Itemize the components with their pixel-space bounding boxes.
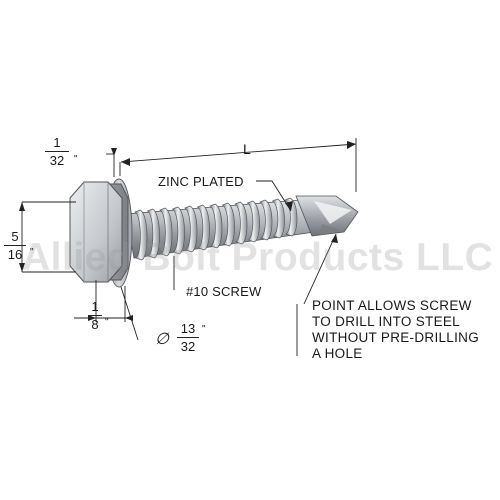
thread-crest <box>171 206 185 255</box>
watermark: Allied Bolt Products LLC <box>22 236 494 279</box>
fraction-bar <box>177 337 199 338</box>
thread-crest <box>246 200 260 243</box>
thread-crest <box>271 198 285 239</box>
head-height-dimension: 5 16 " <box>4 229 34 262</box>
inch-mark: " <box>30 247 34 258</box>
fraction-bar <box>45 151 69 152</box>
flange-diameter-dimension: 13 32 " <box>177 321 206 354</box>
flange-thickness-dimension: 1 32 " <box>45 135 78 168</box>
zinc-plated-label: ZINC PLATED <box>158 174 244 189</box>
fraction-denominator: 32 <box>49 153 65 168</box>
length-label: L <box>243 141 251 157</box>
screw-threads <box>134 197 298 261</box>
thread-crest <box>196 204 210 251</box>
thread-crest <box>134 209 148 261</box>
thread-crest <box>234 201 248 245</box>
fraction-bar <box>88 315 102 316</box>
inch-mark: " <box>74 154 78 165</box>
note-line: WITHOUT PRE-DRILLING <box>312 330 480 345</box>
thread-crest <box>184 205 198 253</box>
fraction-numerator: 1 <box>53 135 61 150</box>
inch-mark: " <box>202 324 206 335</box>
screw-size-label: #10 SCREW <box>186 284 262 299</box>
fraction-denominator: 16 <box>7 247 23 262</box>
note-line: A HOLE <box>312 346 363 361</box>
fraction-bar <box>4 245 26 246</box>
fraction-numerator: 1 <box>91 299 99 314</box>
fraction-numerator: 13 <box>180 321 196 336</box>
thread-crest <box>209 203 223 249</box>
thread-crest <box>221 202 235 247</box>
hex-head-face <box>69 181 123 283</box>
diameter-symbol: ∅ <box>155 331 170 348</box>
fraction-denominator: 32 <box>180 339 196 354</box>
note-line: TO DRILL INTO STEEL <box>312 314 460 329</box>
thread-crest <box>259 199 273 241</box>
fraction-denominator: 8 <box>91 317 99 332</box>
inch-mark: " <box>105 317 109 328</box>
head-width-dimension: 1 8 " <box>88 299 109 332</box>
note-line: POINT ALLOWS SCREW <box>312 298 472 313</box>
thread-crest <box>159 207 173 257</box>
drill-point-note: POINT ALLOWS SCREW TO DRILL INTO STEEL W… <box>312 298 479 362</box>
length-dimension-line <box>120 143 357 163</box>
fraction-numerator: 5 <box>11 229 19 244</box>
thread-crest <box>146 208 160 259</box>
